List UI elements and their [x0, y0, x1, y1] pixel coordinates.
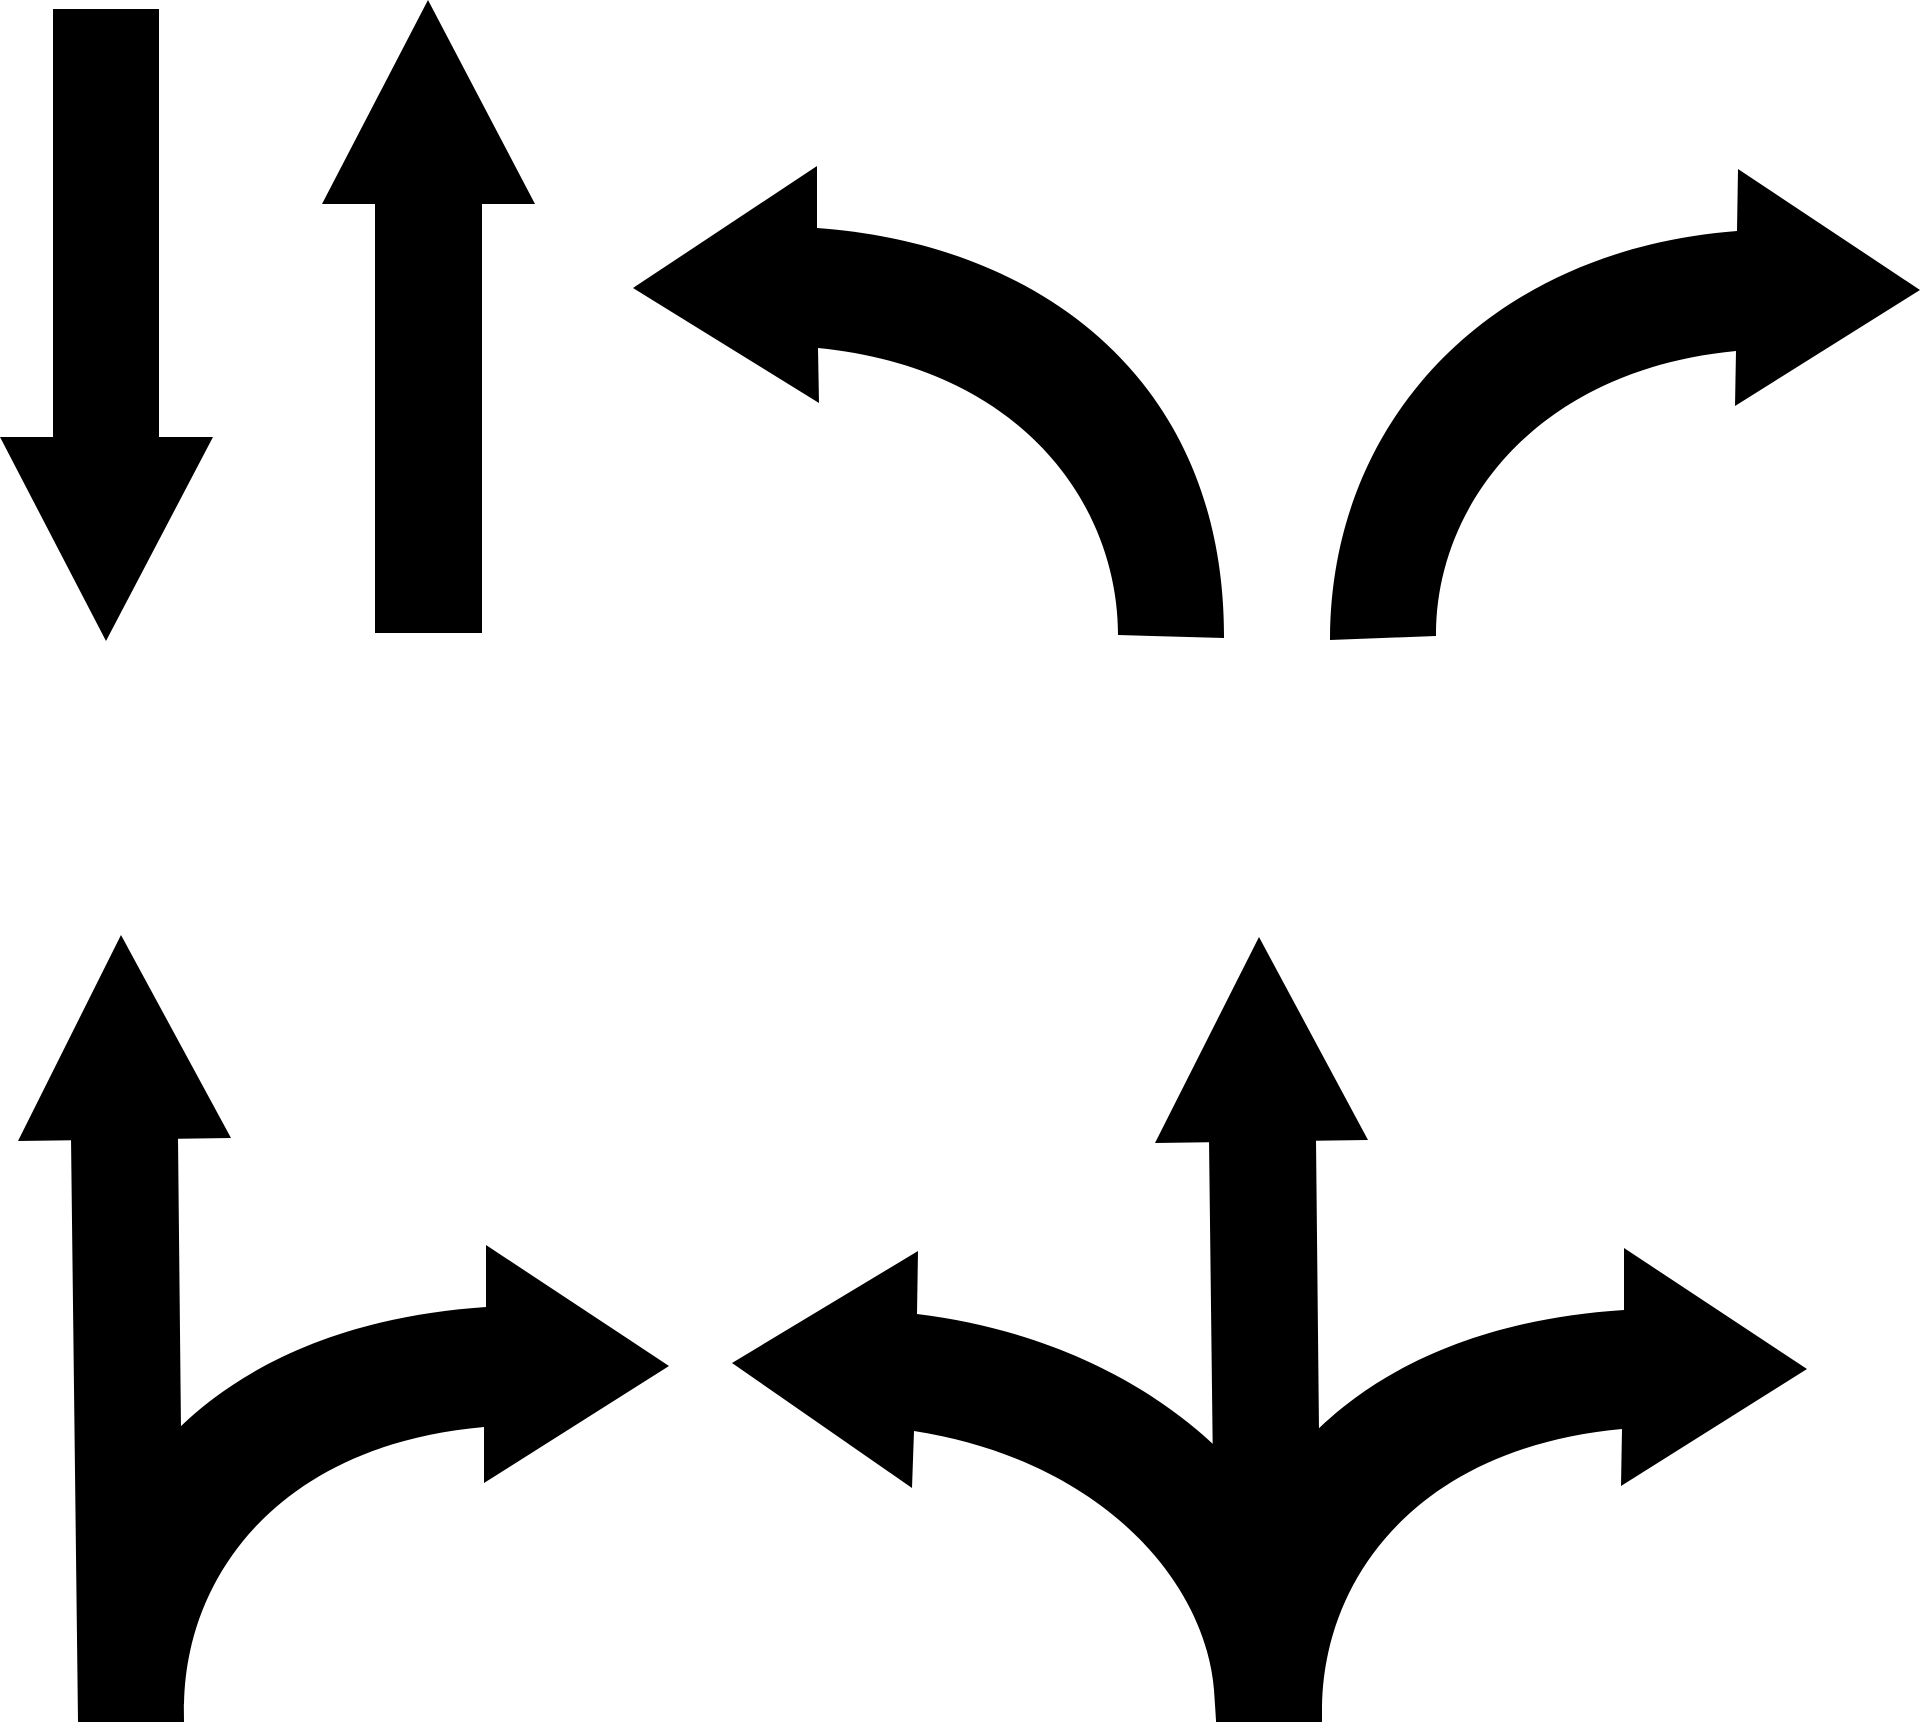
- fork3-up-arrowhead: [1155, 937, 1368, 1143]
- fork-up-arrowhead: [18, 935, 231, 1141]
- curved-arrow-right-icon: [1330, 169, 1920, 640]
- curved-arrow-left-icon: [633, 166, 1225, 638]
- fork-arrow-left-up-right-icon: [732, 937, 1807, 1722]
- fork-right-curve: [82, 1245, 669, 1709]
- fork-arrow-up-right-icon: [18, 935, 669, 1722]
- arrow-up-icon: [322, 0, 535, 633]
- fork3-left-curve: [732, 1251, 1322, 1720]
- fork3-right-curve: [1220, 1248, 1807, 1711]
- arrow-down-icon: [0, 9, 213, 641]
